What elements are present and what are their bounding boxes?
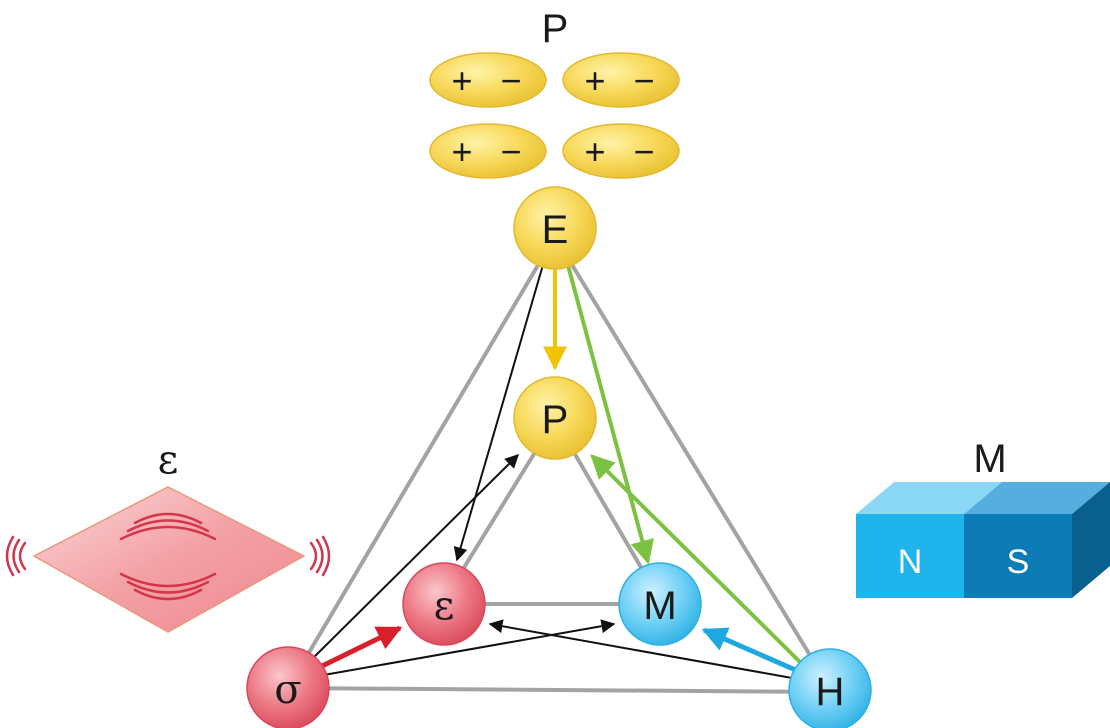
node-P-label: P: [542, 398, 569, 442]
node-E-label: E: [542, 208, 569, 252]
dipole-plus: +: [451, 131, 472, 172]
edges: [286, 253, 832, 694]
node-sigma-label: σ: [274, 667, 301, 713]
dipole-minus: −: [633, 131, 654, 172]
dipole-minus: −: [500, 131, 521, 172]
bar-magnet: N S: [856, 482, 1110, 598]
arrow-H-to-epsilon: [488, 619, 793, 679]
magnet-north-label: N: [898, 543, 923, 581]
strained-crystal: [32, 486, 306, 633]
magnet-panel-title: M: [973, 437, 1006, 481]
edge-sigma-H: [286, 686, 832, 694]
arrow-sigma-to-epsilon: [316, 625, 403, 671]
edge-E-sigma: [286, 253, 546, 690]
dipole-minus: −: [633, 60, 654, 101]
arrow-E-to-M: [564, 257, 654, 565]
node-P: P: [513, 376, 597, 460]
edge-E-H: [564, 253, 832, 690]
magnet-south-label: S: [1007, 543, 1030, 581]
dipole-plus: +: [584, 60, 605, 101]
strain-wave-lines: [5, 512, 331, 601]
node-sigma: σ: [246, 646, 330, 728]
dipole: + −: [429, 52, 547, 108]
arrow-sigma-to-P: [305, 454, 519, 666]
dipole-minus: −: [500, 60, 521, 101]
arrow-H-to-M: [701, 627, 802, 675]
magnet-panel: M N S: [856, 437, 1110, 598]
polarization-title: P: [542, 7, 569, 51]
node-M-label: M: [643, 584, 676, 628]
strain-panel-title: ε: [158, 437, 179, 483]
node-epsilon: ε: [402, 562, 486, 646]
dipole-plus: +: [584, 131, 605, 172]
dipole: + −: [562, 123, 680, 179]
node-epsilon-label: ε: [434, 583, 455, 629]
dipole: + −: [562, 52, 680, 108]
arrows: [305, 257, 802, 679]
arrow-H-to-P: [590, 454, 802, 664]
node-E: E: [513, 186, 597, 270]
dipole-plus: +: [451, 60, 472, 101]
node-H-label: H: [816, 670, 845, 714]
node-M: M: [618, 562, 702, 646]
node-H: H: [788, 648, 872, 728]
dipole: + −: [429, 123, 547, 179]
polarization-group: P + − + − + − + −: [429, 7, 680, 179]
strain-panel: ε: [5, 437, 331, 633]
arrow-sigma-to-M: [317, 619, 616, 677]
arrow-E-to-epsilon: [453, 257, 546, 562]
